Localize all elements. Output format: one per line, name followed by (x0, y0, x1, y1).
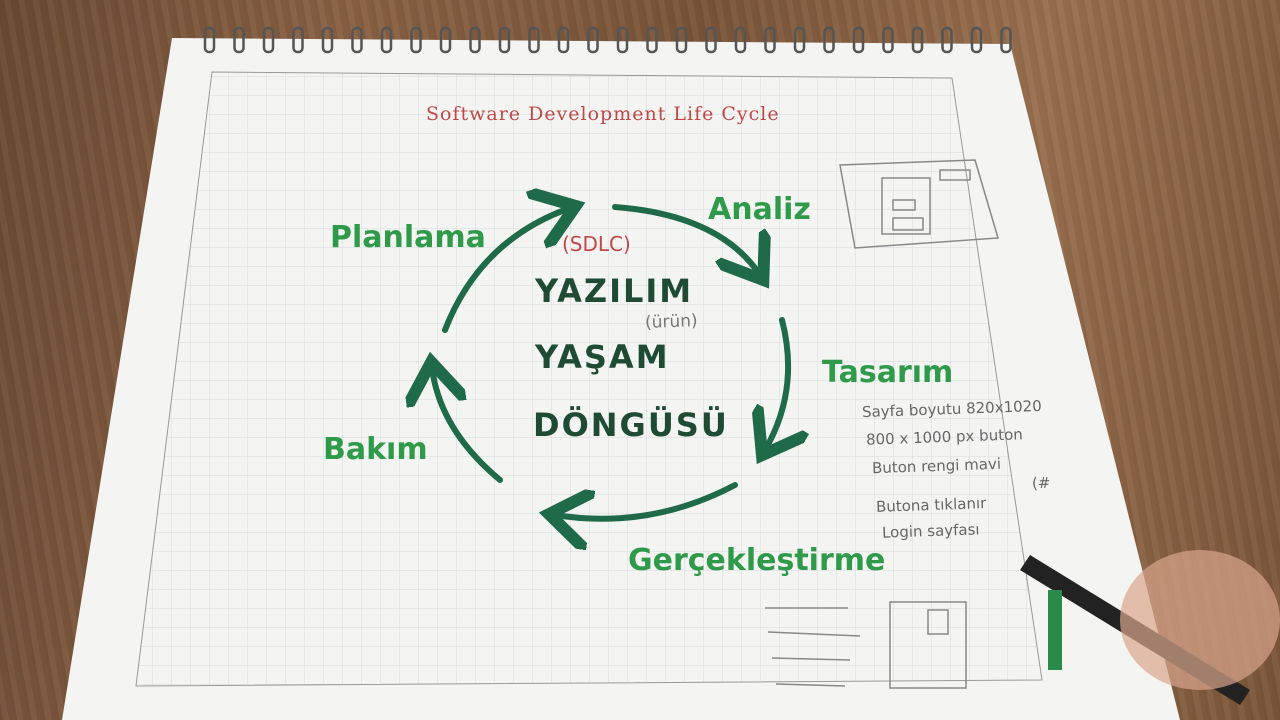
center-line-3: DÖNGÜSÜ (533, 406, 729, 444)
spiral-ring (852, 26, 865, 54)
spiral-ring (882, 26, 894, 54)
spiral-ring (646, 26, 658, 54)
arrow-analiz-tasarim (612, 204, 760, 275)
cycle-arrows (432, 207, 788, 519)
spiral-ring (321, 26, 334, 54)
sketch-wireframe (765, 159, 999, 689)
spiral-ring (764, 26, 776, 54)
diagram-title: Software Development Life Cycle (426, 103, 780, 125)
sdlc-abbreviation: (SDLC) (562, 232, 631, 256)
note-4: (# (1031, 473, 1051, 493)
arrow-planlama-analiz (442, 208, 570, 333)
phase-gerceklestirme: Gerçekleştirme (628, 543, 886, 578)
spiral-ring (380, 26, 393, 54)
spiral-ring (351, 26, 363, 54)
spiral-ring (705, 26, 717, 54)
spiral-ring (410, 26, 422, 54)
spiral-ring (970, 26, 983, 54)
spiral-ring (233, 26, 245, 54)
spiral-ring (587, 26, 599, 54)
spiral-ring (1000, 26, 1012, 54)
pen (1020, 550, 1280, 705)
spiral-ring (793, 26, 806, 54)
arrow-gerceklestirme-bakim (555, 482, 738, 519)
center-note: (ürün) (644, 311, 698, 333)
arrow-tasarim-gerceklestirme (765, 317, 788, 450)
phase-analiz: Analiz (708, 192, 811, 227)
spiral-ring (262, 26, 275, 54)
spiral-ring (616, 26, 629, 54)
note-5: Butona tıklanır (875, 494, 987, 516)
spiral-ring (469, 26, 481, 54)
spiral-ring (911, 26, 924, 54)
spiral-ring (528, 26, 540, 54)
spiral-ring (675, 26, 688, 54)
spiral-ring (734, 26, 747, 54)
center-line-2: YAŞAM (535, 338, 670, 376)
spiral-ring (203, 26, 216, 54)
center-line-1: YAZILIM (535, 272, 694, 310)
spiral-ring (439, 26, 452, 54)
note-6: Login sayfası (881, 520, 980, 542)
arrow-bakim-planlama (432, 368, 503, 483)
spiral-ring (557, 26, 570, 54)
spiral-ring (498, 26, 511, 54)
phase-tasarim: Tasarım (822, 355, 954, 390)
phase-bakim: Bakım (323, 432, 428, 467)
spiral-ring (823, 26, 835, 54)
spiral-ring (292, 26, 304, 54)
spiral-ring (941, 26, 953, 54)
phase-planlama: Planlama (330, 220, 486, 255)
